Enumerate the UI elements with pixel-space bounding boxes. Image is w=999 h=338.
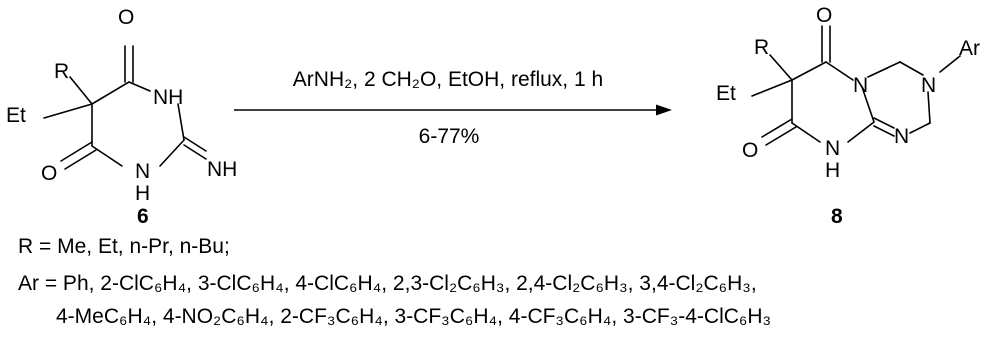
compound-6-nitrogen-bottom: N	[135, 160, 150, 183]
compound-6: O R Et NH O N H NH 6	[6, 6, 237, 225]
reaction-yield: 6-77%	[419, 125, 480, 148]
compound-8-label: 8	[831, 205, 843, 225]
compound-8-r-group: R	[754, 36, 769, 59]
compound-8-oxygen-left: O	[742, 139, 758, 162]
compound-8-aryl-group: Ar	[959, 37, 980, 60]
compound-8-aryl-nitrogen: N	[921, 74, 936, 97]
compound-6-ethyl-group: Et	[6, 104, 26, 127]
compound-8-oxygen-top: O	[816, 4, 832, 27]
legend-r-substituents: R = Me, Et, n-Pr, n-Bu;	[18, 235, 230, 258]
compound-6-bonds	[43, 45, 207, 170]
compound-6-imine-nh: NH	[207, 158, 237, 181]
compound-8-imine-nitrogen: N	[894, 125, 909, 148]
reaction-scheme: O R Et NH O N H NH 6 ArNH₂, 2 CH₂O, EtOH…	[6, 4, 980, 225]
compound-6-oxygen-top: O	[118, 6, 134, 29]
reaction-conditions: ArNH₂, 2 CH₂O, EtOH, reflux, 1 h	[293, 68, 603, 91]
compound-8-hydrogen-bottom: H	[825, 159, 840, 182]
compound-8-bonds	[751, 25, 961, 146]
arrow-head-icon	[656, 104, 672, 116]
compound-6-hydrogen-bottom: H	[135, 182, 150, 205]
legend-ar-substituents-line-1: Ar = Ph, 2-ClC₆H₄, 3-ClC₆H₄, 4-ClC₆H₄, 2…	[18, 272, 757, 295]
compound-8-nitrogen-bottom: N	[825, 137, 840, 160]
compound-6-nh-ring: NH	[153, 86, 183, 109]
compound-6-label: 6	[137, 205, 149, 225]
compound-8: O R Et N N Ar O N H N 8	[716, 4, 980, 225]
reaction-arrow	[234, 104, 672, 116]
compound-6-oxygen-left: O	[41, 162, 57, 185]
legend-ar-substituents-line-2: 4-MeC₆H₄, 4-NO₂C₆H₄, 2-CF₃C₆H₄, 3-CF₃C₆H…	[56, 305, 772, 328]
compound-6-r-group: R	[54, 60, 69, 83]
compound-8-ethyl-group: Et	[716, 82, 736, 105]
compound-8-bridgehead-nitrogen: N	[853, 74, 868, 97]
